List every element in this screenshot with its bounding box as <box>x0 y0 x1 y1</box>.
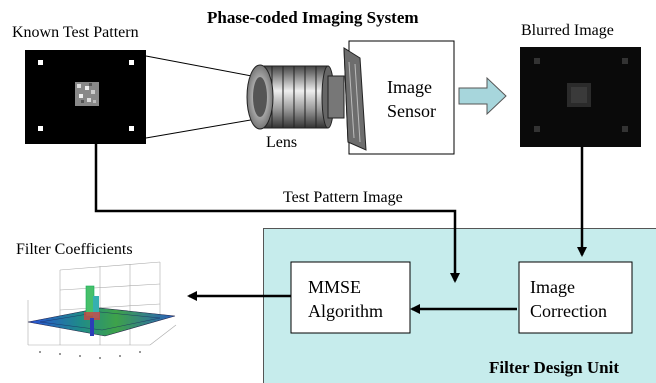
diagram-title: Phase-coded Imaging System <box>207 8 419 27</box>
image-correction-line2: Correction <box>530 301 607 321</box>
known-test-pattern-image <box>25 50 146 144</box>
lens-graphic <box>246 64 345 130</box>
test-pattern-image-label: Test Pattern Image <box>283 189 403 206</box>
mmse-line2: Algorithm <box>308 301 383 321</box>
image-sensor-line2: Sensor <box>387 101 436 121</box>
mmse-algorithm-box <box>290 261 411 334</box>
blurred-image-label: Blurred Image <box>521 22 614 39</box>
flow-arrow <box>458 76 507 116</box>
image-correction-label: Image Correction <box>530 275 607 323</box>
mmse-line1: MMSE <box>308 277 362 297</box>
image-correction-line1: Image <box>530 277 575 297</box>
filter-design-unit-label: Filter Design Unit <box>489 358 620 377</box>
blurred-image <box>520 47 641 147</box>
filter-coefficients-label: Filter Coefficients <box>16 241 133 258</box>
filter-coefficients-plot <box>27 261 177 359</box>
lens-label: Lens <box>266 134 298 151</box>
image-sensor-box <box>348 40 455 155</box>
image-correction-box <box>518 261 633 334</box>
mmse-algorithm-label: MMSE Algorithm <box>308 275 383 323</box>
image-sensor-line1: Image <box>387 77 432 97</box>
image-sensor-label: Image Sensor <box>387 75 436 123</box>
known-test-pattern-label: Known Test Pattern <box>12 24 139 41</box>
